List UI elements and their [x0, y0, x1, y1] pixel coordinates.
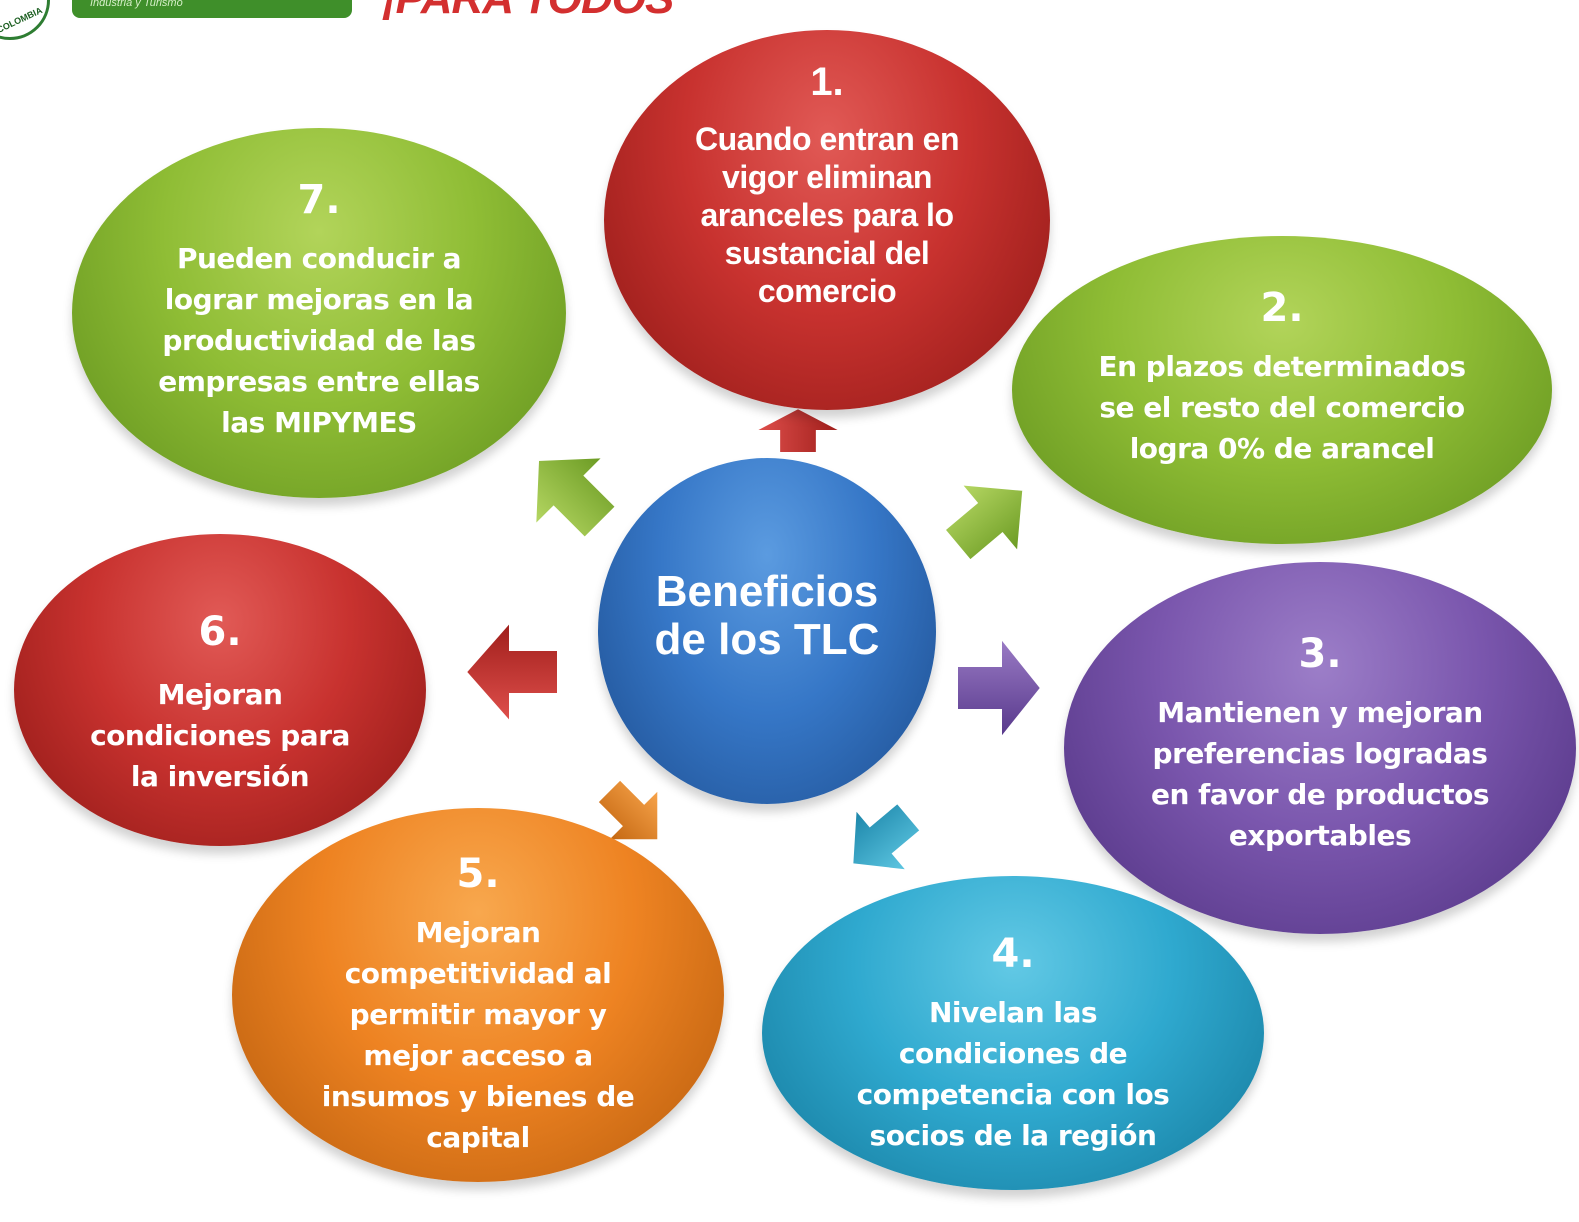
arrow-to-item-5	[596, 778, 660, 842]
arrow-to-item-3	[956, 635, 1043, 741]
benefit-number: 2.	[1260, 285, 1304, 331]
arrow-to-item-4	[851, 801, 922, 872]
benefit-bubble-2: 2. En plazos determinados se el resto de…	[1012, 236, 1552, 544]
benefit-number: 4.	[991, 931, 1035, 977]
ministry-banner: Industria y Turismo	[72, 0, 352, 18]
benefit-text: Mantienen y mejoran preferencias lograda…	[1150, 696, 1490, 852]
benefit-text: En plazos determinados se el resto del c…	[1098, 350, 1466, 465]
benefit-bubble-5: 5. Mejoran competitividad al permitir ma…	[232, 808, 724, 1182]
benefit-bubble-3: 3. Mantienen y mejoran preferencias logr…	[1064, 562, 1576, 934]
benefit-bubble-6: 6. Mejoran condiciones para la inversión	[14, 534, 426, 846]
benefit-bubble-1: 1. Cuando entran en vigor eliminan aranc…	[604, 30, 1050, 410]
arrow-to-item-1	[753, 407, 843, 454]
arrow-to-item-7	[534, 456, 618, 540]
benefit-text: Mejoran competitividad al permitir mayor…	[321, 916, 635, 1154]
arrow-to-item-2	[943, 483, 1025, 562]
benefit-text: Cuando entran en vigor eliminan arancele…	[694, 121, 960, 309]
benefit-number: 7.	[297, 177, 341, 223]
benefit-number: 5.	[456, 851, 500, 897]
benefit-text: Pueden conducir a lograr mejoras en la p…	[158, 242, 480, 439]
center-title: Beneficios de los TLC	[654, 567, 880, 664]
slogan-text: ¡PARA TODOS	[382, 0, 674, 24]
benefit-number: 1.	[810, 60, 844, 104]
benefit-text: Mejoran condiciones para la inversión	[90, 678, 350, 793]
benefit-text: Nivelan las condiciones de competencia c…	[856, 996, 1170, 1152]
benefit-bubble-4: 4. Nivelan las condiciones de competenci…	[762, 876, 1264, 1190]
benefit-number: 3.	[1298, 631, 1342, 677]
ministry-text: Industria y Turismo	[90, 0, 183, 9]
benefit-number: 6.	[198, 609, 242, 655]
center-bubble: Beneficios de los TLC	[598, 458, 936, 804]
arrow-to-item-6	[464, 619, 559, 725]
benefit-bubble-7: 7. Pueden conducir a lograr mejoras en l…	[72, 128, 566, 498]
